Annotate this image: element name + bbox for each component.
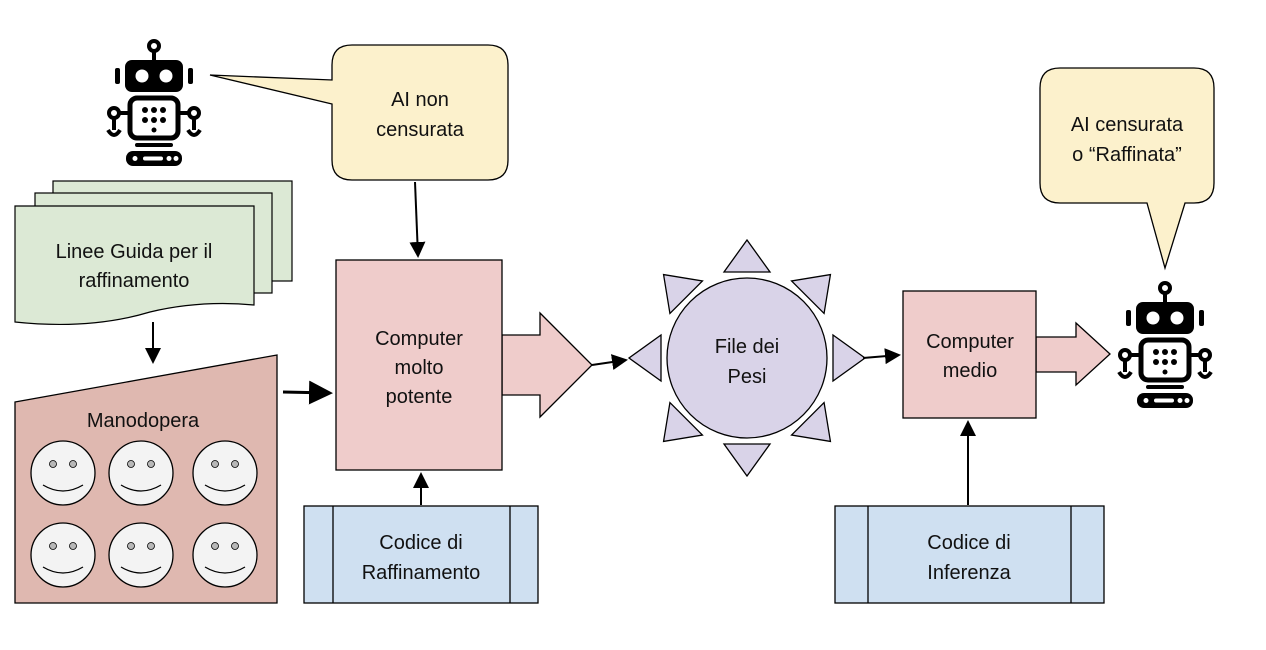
- guidelines-documents: Linee Guida per il raffinamento: [14, 180, 293, 326]
- speech-bubble-censored: AI censurata o “Raffinata”: [1039, 67, 1215, 271]
- bubble-text: censurata: [376, 119, 465, 141]
- computer-text: Computer: [375, 328, 463, 350]
- weights-text: Pesi: [728, 366, 767, 388]
- arrow: [862, 348, 901, 365]
- code-text: Codice di: [379, 532, 462, 554]
- code-text: Raffinamento: [362, 562, 481, 584]
- arrow: [409, 181, 426, 258]
- smiley-face-icon: [192, 522, 258, 588]
- weights-text: File dei: [715, 336, 779, 358]
- labor-block: Manodopera: [14, 354, 278, 604]
- ray-triangle: [832, 333, 867, 383]
- ray-triangle: [627, 333, 662, 383]
- guidelines-text: Linee Guida per il: [56, 241, 213, 263]
- robot-icon: [1119, 283, 1211, 408]
- refinement-code: Codice di Raffinamento: [303, 505, 539, 604]
- guidelines-text: raffinamento: [79, 270, 190, 292]
- smiley-face-icon: [30, 440, 96, 506]
- ray-triangle: [790, 273, 832, 315]
- powerful-computer: Computer molto potente: [335, 259, 593, 471]
- code-text: Inferenza: [927, 562, 1011, 584]
- bubble-text: AI censurata: [1071, 114, 1184, 136]
- smiley-face-icon: [108, 522, 174, 588]
- arrow: [282, 380, 333, 405]
- computer-text: Computer: [926, 331, 1014, 353]
- computer-text: medio: [943, 360, 997, 382]
- code-text: Codice di: [927, 532, 1010, 554]
- ray-triangle: [790, 401, 832, 443]
- ray-triangle: [722, 443, 772, 478]
- ray-triangle: [722, 238, 772, 273]
- arrow: [591, 354, 628, 370]
- speech-bubble-uncensored: AI non censurata: [209, 44, 509, 181]
- ray-triangle: [662, 273, 704, 315]
- ray-triangle: [662, 401, 704, 443]
- connectors: [145, 181, 976, 505]
- inference-code: Codice di Inferenza: [834, 505, 1105, 604]
- smiley-face-icon: [30, 522, 96, 588]
- medium-computer: Computer medio: [902, 290, 1111, 419]
- computer-text: potente: [386, 386, 453, 408]
- labor-label: Manodopera: [87, 410, 200, 432]
- bubble-text: AI non: [391, 89, 449, 111]
- smiley-face-icon: [108, 440, 174, 506]
- bubble-text: o “Raffinata”: [1072, 144, 1182, 166]
- weights-file: File dei Pesi: [627, 238, 867, 478]
- computer-text: molto: [395, 357, 444, 379]
- smiley-face-icon: [192, 440, 258, 506]
- robot-icon: [108, 41, 200, 166]
